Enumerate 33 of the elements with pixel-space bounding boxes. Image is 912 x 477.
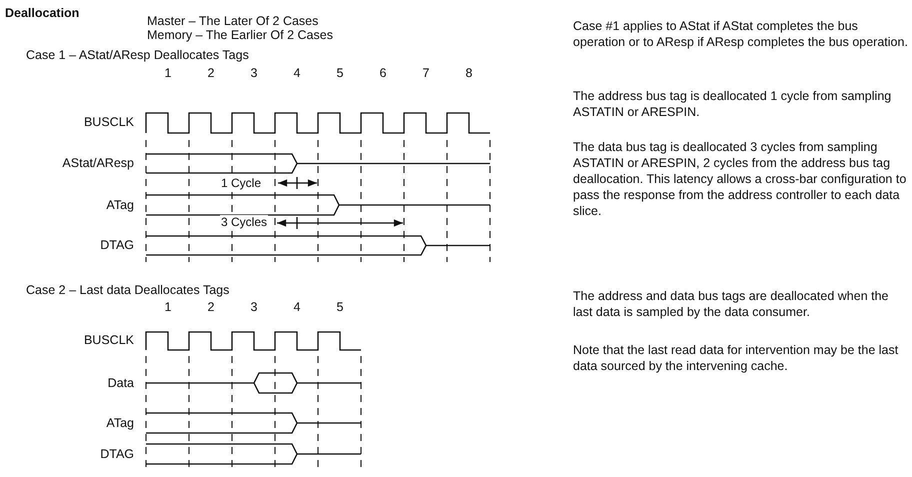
cycle-number: 4: [292, 300, 302, 314]
cycle-number: 2: [206, 300, 216, 314]
dimension-label: 1 Cycle: [220, 176, 262, 190]
signal-name: BUSCLK: [84, 333, 134, 347]
cycle-number: 8: [464, 66, 474, 80]
cycle-number: 7: [422, 66, 430, 80]
cycle-number: 3: [250, 66, 258, 80]
signal-name: DTAG: [100, 447, 134, 461]
signal-name: Data: [108, 376, 134, 390]
cycle-number: 3: [250, 300, 258, 314]
dimension-label: 3 Cycles: [220, 215, 268, 229]
cycle-number: 6: [378, 66, 388, 80]
description-text: The data bus tag is deallocated 3 cycles from sampling ASTATIN or ARESPIN, 2 cycles from the address bus tag deallocation. This latency allows a cross-bar configuration to pass the response from the address controller to each data slice.: [573, 139, 908, 219]
signal-name: ATag: [106, 198, 134, 212]
cycle-number: 4: [292, 66, 302, 80]
description-text: The address bus tag is deallocated 1 cycle from sampling ASTATIN or ARESPIN.: [573, 88, 892, 120]
diagram-title: Deallocation: [5, 6, 80, 20]
cycle-number: 2: [206, 66, 216, 80]
note-text: Memory – The Earlier Of 2 Cases: [147, 28, 333, 42]
signal-name: AStat/AResp: [62, 156, 134, 170]
description-text: Note that the last read data for intervention may be the last data sourced by the intervening cache.: [573, 342, 900, 374]
case-heading: Case 2 – Last data Deallocates Tags: [26, 283, 230, 297]
signal-name: DTAG: [100, 238, 134, 252]
cycle-number: 1: [164, 66, 172, 80]
cycle-number: 1: [164, 300, 172, 314]
cycle-number: 5: [336, 300, 344, 314]
case-heading: Case 1 – AStat/AResp Deallocates Tags: [26, 48, 249, 62]
note-text: Master – The Later Of 2 Cases: [147, 14, 318, 28]
signal-name: BUSCLK: [84, 115, 134, 129]
description-text: Case #1 applies to AStat if AStat completes the bus operation or to AResp if AResp completes the bus operation.: [573, 18, 908, 50]
cycle-number: 5: [336, 66, 344, 80]
signal-name: ATag: [106, 416, 134, 430]
description-text: The address and data bus tags are deallocated when the last data is sampled by the data consumer.: [573, 288, 890, 320]
